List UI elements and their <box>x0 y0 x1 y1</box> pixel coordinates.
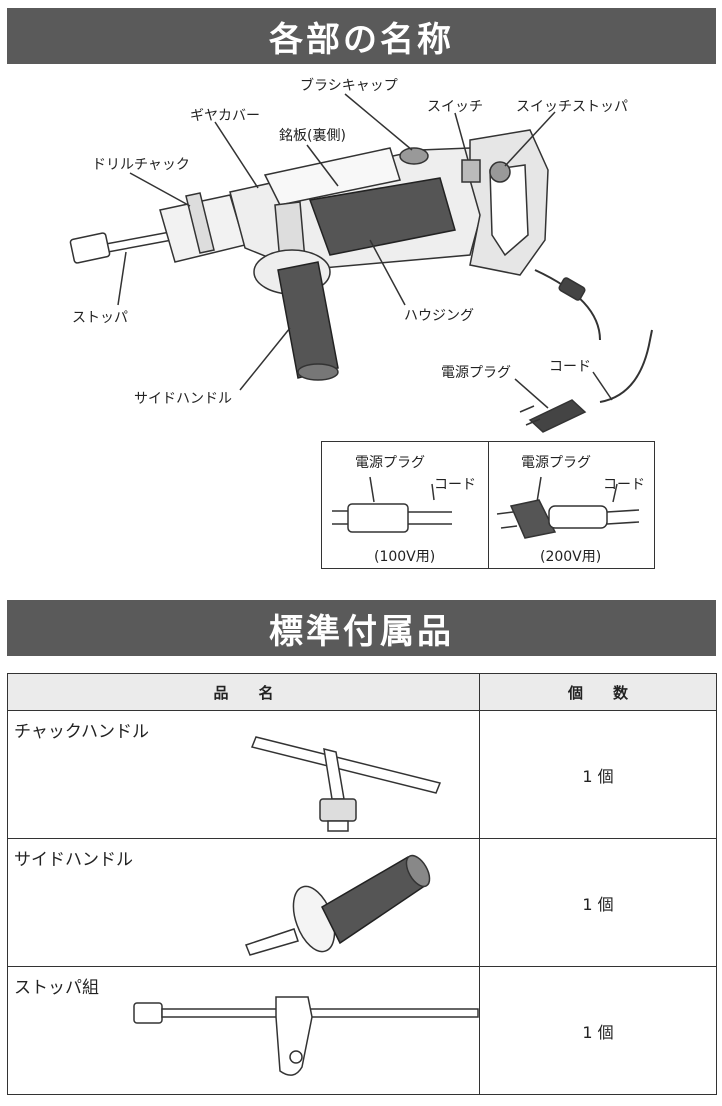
item-qty: 1 個 <box>479 966 717 1095</box>
cord-200v-label: コード <box>603 477 645 493</box>
plug-200v-label: 電源プラグ <box>521 455 591 471</box>
item-cell: サイドハンドル <box>7 838 480 967</box>
table-header-row: 品 名 個 数 <box>7 673 717 711</box>
chuck-handle-icon <box>250 736 442 832</box>
item-cell: ストッパ組 <box>7 966 480 1095</box>
plug-200v-icon <box>496 476 640 539</box>
label-side-handle: サイドハンドル <box>134 391 232 407</box>
label-power-plug: 電源プラグ <box>441 365 511 381</box>
header-item-name: 品 名 <box>7 673 480 711</box>
plug-variants-box: 電源プラグ コード (100V用) 電源プラグ コード (200V用) <box>321 441 655 569</box>
plug-100v-label: 電源プラグ <box>355 455 425 471</box>
table-row: チャックハンドル 1 個 <box>7 710 717 839</box>
cord-100v-label: コード <box>434 477 476 493</box>
caption-200v: (200V用) <box>540 549 602 565</box>
item-name: チャックハンドル <box>14 722 149 742</box>
label-gear-cover: ギヤカバー <box>190 108 260 124</box>
caption-100v: (100V用) <box>374 549 436 565</box>
plug-100v-icon <box>332 476 452 533</box>
label-cord: コード <box>549 359 591 375</box>
table-row: サイドハンドル 1 個 <box>7 838 717 967</box>
label-housing: ハウジング <box>404 308 474 324</box>
label-switch-stopper: スイッチストッパ <box>516 99 628 115</box>
item-name: サイドハンドル <box>14 850 133 870</box>
item-qty: 1 個 <box>479 710 717 839</box>
accessories-table: 品 名 個 数 チャックハンドル 1 個 サイドハンドル <box>7 673 717 1095</box>
item-name: ストッパ組 <box>14 978 99 998</box>
plug-box-divider <box>488 442 489 568</box>
label-nameplate: 銘板(裏側) <box>279 128 346 144</box>
drill-diagram <box>69 93 653 433</box>
side-handle-icon <box>245 854 431 956</box>
label-brush-cap: ブラシキャップ <box>300 78 398 94</box>
label-switch: スイッチ <box>427 99 483 115</box>
item-qty: 1 個 <box>479 838 717 967</box>
item-cell: チャックハンドル <box>7 710 480 839</box>
label-drill-chuck: ドリルチャック <box>92 157 190 173</box>
stopper-set-icon <box>133 996 479 1076</box>
section-title-accessories: 標準付属品 <box>7 600 716 656</box>
table-row: ストッパ組 1 個 <box>7 966 717 1095</box>
header-quantity: 個 数 <box>479 673 717 711</box>
section-title-parts: 各部の名称 <box>7 8 716 64</box>
label-stopper: ストッパ <box>72 310 128 326</box>
